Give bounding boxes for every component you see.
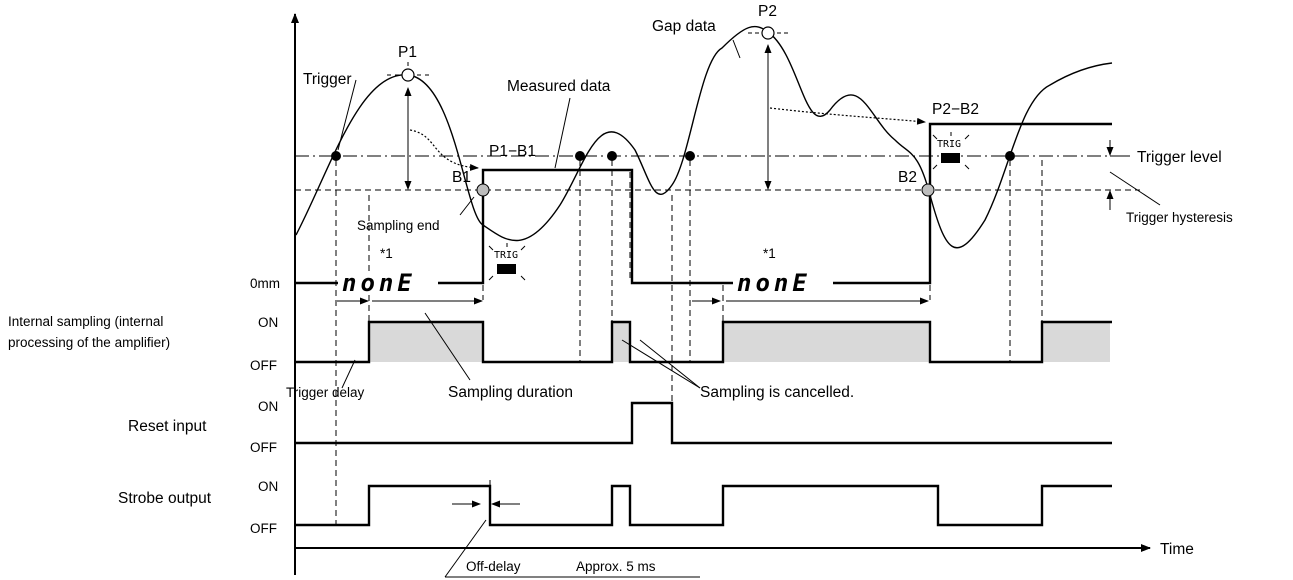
trigger-delay-label: Trigger delay — [286, 385, 365, 400]
b2-marker — [921, 183, 935, 197]
none-display-2: nonE — [737, 269, 811, 297]
p1-label: P1 — [398, 44, 417, 61]
measured-data-label: Measured data — [507, 78, 611, 95]
p1-marker — [387, 62, 429, 82]
internal-sampling-on: ON — [258, 315, 278, 330]
strobe-output-off: OFF — [250, 521, 277, 536]
internal-sampling-off: OFF — [250, 358, 277, 373]
off-delay-leader — [444, 519, 487, 578]
p2-b2-label: P2−B2 — [932, 101, 979, 118]
b2-label: B2 — [898, 169, 917, 186]
internal-sampling-fill — [369, 322, 1110, 362]
b1-marker — [476, 183, 490, 197]
sampling-cancelled-label: Sampling is cancelled. — [700, 384, 854, 401]
reset-input-off: OFF — [250, 440, 277, 455]
trig-indicator-2: TRIG — [932, 132, 970, 170]
sampling-end-label: Sampling end — [357, 218, 440, 233]
internal-sampling-label-2: processing of the amplifier) — [8, 335, 170, 350]
sampling-end-leader — [459, 196, 475, 216]
trig-indicator-1: TRIG — [488, 243, 526, 281]
trigger-leader — [337, 79, 357, 151]
p2-marker — [748, 26, 788, 40]
measured-data-leader — [554, 97, 571, 169]
measured-data-signal — [296, 122, 1112, 285]
internal-sampling-label-1: Internal sampling (internal — [8, 314, 163, 329]
p1-b1-label: P1−B1 — [489, 143, 536, 160]
trigger-label: Trigger — [303, 71, 352, 88]
p2-b2-dotted-arrow — [769, 107, 926, 125]
gap-data-waveform — [295, 25, 1113, 249]
internal-sampling-signal — [296, 320, 1112, 364]
time-label: Time — [1160, 541, 1194, 558]
strobe-output-signal — [296, 484, 1112, 527]
note-1b: *1 — [763, 246, 776, 261]
trigger-points — [331, 151, 1015, 161]
cancel-leader-2 — [639, 339, 701, 389]
trigger-delay-leader — [341, 359, 356, 389]
none-display-1: nonE — [342, 269, 416, 297]
p2-label: P2 — [758, 3, 777, 20]
trigger-level-label: Trigger level — [1137, 149, 1222, 166]
strobe-output-label: Strobe output — [118, 490, 212, 507]
gap-data-leader — [732, 39, 741, 59]
note-1a: *1 — [380, 246, 393, 261]
b1-label: B1 — [452, 169, 471, 186]
reset-input-on: ON — [258, 399, 278, 414]
approx-label: Approx. 5 ms — [576, 559, 656, 574]
svg-text:TRIG: TRIG — [937, 139, 961, 150]
sampling-duration-label: Sampling duration — [448, 384, 573, 401]
reset-input-label: Reset input — [128, 418, 207, 435]
hysteresis-arrows — [1106, 140, 1161, 210]
svg-text:TRIG: TRIG — [494, 250, 518, 261]
gap-data-label: Gap data — [652, 18, 716, 35]
cancel-leader-1 — [621, 339, 701, 389]
zero-mm-label: 0mm — [250, 276, 280, 291]
p1-b1-dotted-arrow — [409, 129, 479, 171]
strobe-output-on: ON — [258, 479, 278, 494]
reset-input-signal — [296, 401, 1112, 445]
off-delay-label: Off-delay — [466, 559, 521, 574]
axes: Time — [291, 13, 1194, 575]
trigger-hysteresis-label: Trigger hysteresis — [1126, 210, 1233, 225]
sampling-duration-leader — [424, 312, 471, 381]
